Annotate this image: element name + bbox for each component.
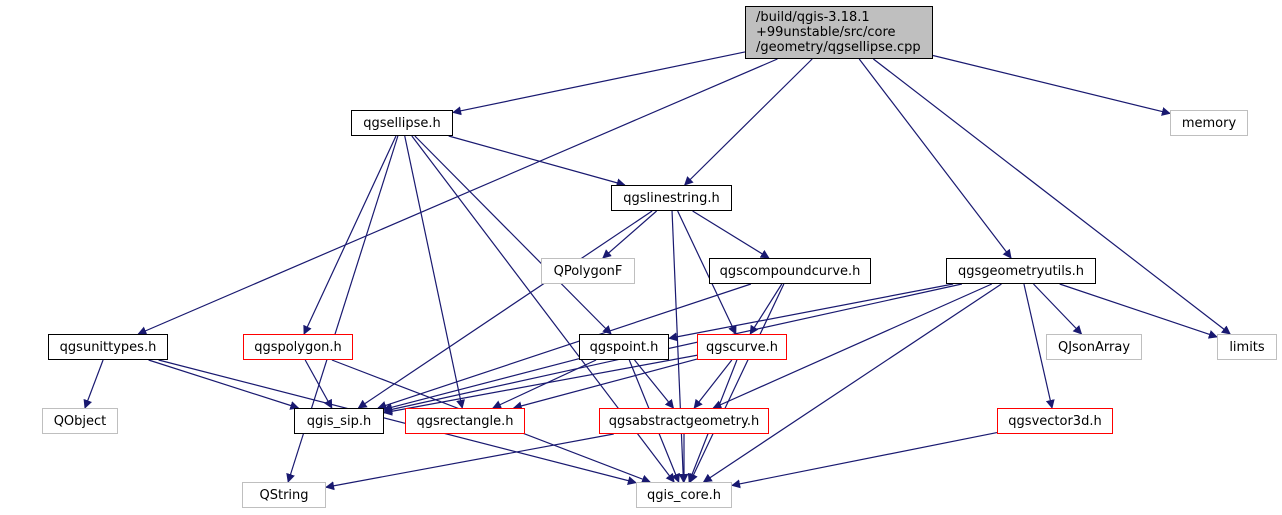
edge-qgsunittypes_h-to-QObject bbox=[83, 359, 104, 409]
node-qgsgeometryutils-h[interactable]: qgsgeometryutils.h bbox=[946, 258, 1096, 284]
node-qgis-core-h[interactable]: qgis_core.h bbox=[636, 482, 732, 508]
edge-qgspoint_h-to-qgsabstractgeometry_h bbox=[634, 359, 675, 409]
edge-qgslinestring_h-to-qgis_sip_h bbox=[357, 210, 653, 409]
node-memory: memory bbox=[1170, 110, 1248, 136]
edge-root-to-qgsgeometryutils_h bbox=[858, 58, 1012, 259]
edge-qgslinestring_h-to-qgscompoundcurve_h bbox=[692, 210, 770, 259]
edge-qgsvector3d_h-to-qgis_core_h bbox=[731, 431, 998, 489]
edge-qgspoint_h-to-qgsrectangle_h bbox=[492, 359, 597, 409]
node-qpolygonf: QPolygonF bbox=[541, 258, 635, 284]
edge-qgsellipse_h-to-qgspoint_h bbox=[414, 135, 612, 335]
node-qgsellipse-h[interactable]: qgsellipse.h bbox=[351, 110, 453, 136]
edge-qgslinestring_h-to-qgscurve_h bbox=[677, 210, 737, 335]
edge-qgspolygon_h-to-qgis_sip_h bbox=[304, 359, 333, 409]
node-limits: limits bbox=[1217, 334, 1277, 360]
edge-qgsgeometryutils_h-to-qgspoint_h bbox=[668, 283, 954, 342]
node-qgsabstractgeometry-h[interactable]: qgsabstractgeometry.h bbox=[599, 408, 769, 434]
edge-qgscurve_h-to-qgsrectangle_h bbox=[512, 358, 698, 411]
edge-qgsabstractgeometry_h-to-QString bbox=[325, 433, 614, 491]
edge-qgsgeometryutils_h-to-qgsvector3d_h bbox=[1023, 283, 1055, 409]
root-file-path-line-2: +99unstable/src/core bbox=[756, 25, 896, 40]
edge-root-to-memory bbox=[932, 54, 1171, 116]
edge-qgslinestring_h-to-QPolygonF bbox=[602, 210, 658, 259]
edge-qgscurve_h-to-qgsabstractgeometry_h bbox=[693, 359, 733, 409]
edge-qgsellipse_h-to-qgspolygon_h bbox=[303, 135, 397, 335]
node-qgsrectangle-h[interactable]: qgsrectangle.h bbox=[405, 408, 525, 434]
node-qobject: QObject bbox=[42, 408, 118, 434]
edge-qgsgeometryutils_h-to-limits bbox=[1059, 283, 1218, 339]
edge-root-to-qgslinestring_h bbox=[684, 58, 813, 186]
edge-qgsgeometryutils_h-to-qgis_core_h bbox=[702, 283, 1002, 483]
node-qgslinestring-h[interactable]: qgslinestring.h bbox=[611, 185, 732, 211]
root-file-node: /build/qgis-3.18.1 +99unstable/src/core … bbox=[745, 6, 933, 59]
edge-root-to-limits bbox=[873, 58, 1231, 335]
node-qgscurve-h[interactable]: qgscurve.h bbox=[697, 334, 787, 360]
edge-qgsunittypes_h-to-qgis_sip_h bbox=[148, 359, 300, 410]
node-qstring: QString bbox=[242, 482, 326, 508]
edge-qgspoint_h-to-qgis_sip_h bbox=[383, 358, 580, 412]
edge-qgsgeometryutils_h-to-QJsonArray bbox=[1033, 283, 1083, 335]
node-qgspolygon-h[interactable]: qgspolygon.h bbox=[243, 334, 353, 360]
node-qgsvector3d-h[interactable]: qgsvector3d.h bbox=[997, 408, 1113, 434]
edge-qgscurve_h-to-qgis_sip_h bbox=[383, 354, 698, 416]
edge-qgscompoundcurve_h-to-qgis_sip_h bbox=[377, 283, 752, 410]
root-file-path-line-1: /build/qgis-3.18.1 bbox=[756, 10, 870, 25]
edge-qgsunittypes_h-to-qgis_core_h bbox=[158, 359, 637, 486]
edge-qgsellipse_h-to-qgis_core_h bbox=[411, 135, 675, 483]
node-qjsonarray: QJsonArray bbox=[1046, 334, 1142, 360]
node-qgsunittypes-h[interactable]: qgsunittypes.h bbox=[48, 334, 168, 360]
edge-qgsellipse_h-to-qgsrectangle_h bbox=[404, 135, 465, 409]
edge-qgsellipse_h-to-QString bbox=[286, 135, 399, 483]
node-qgis-sip-h[interactable]: qgis_sip.h bbox=[294, 408, 384, 434]
edge-qgsgeometryutils_h-to-qgis_sip_h bbox=[383, 283, 963, 414]
node-qgscompoundcurve-h[interactable]: qgscompoundcurve.h bbox=[709, 258, 871, 284]
edge-qgsgeometryutils_h-to-qgsabstractgeometry_h bbox=[712, 283, 993, 409]
edge-qgsellipse_h-to-qgslinestring_h bbox=[448, 135, 626, 188]
edge-root-to-qgsellipse_h bbox=[452, 51, 746, 116]
edge-qgscompoundcurve_h-to-qgis_core_h bbox=[689, 283, 785, 483]
node-qgspoint-h[interactable]: qgspoint.h bbox=[579, 334, 669, 360]
root-file-path-line-3: /geometry/qgsellipse.cpp bbox=[756, 40, 921, 55]
